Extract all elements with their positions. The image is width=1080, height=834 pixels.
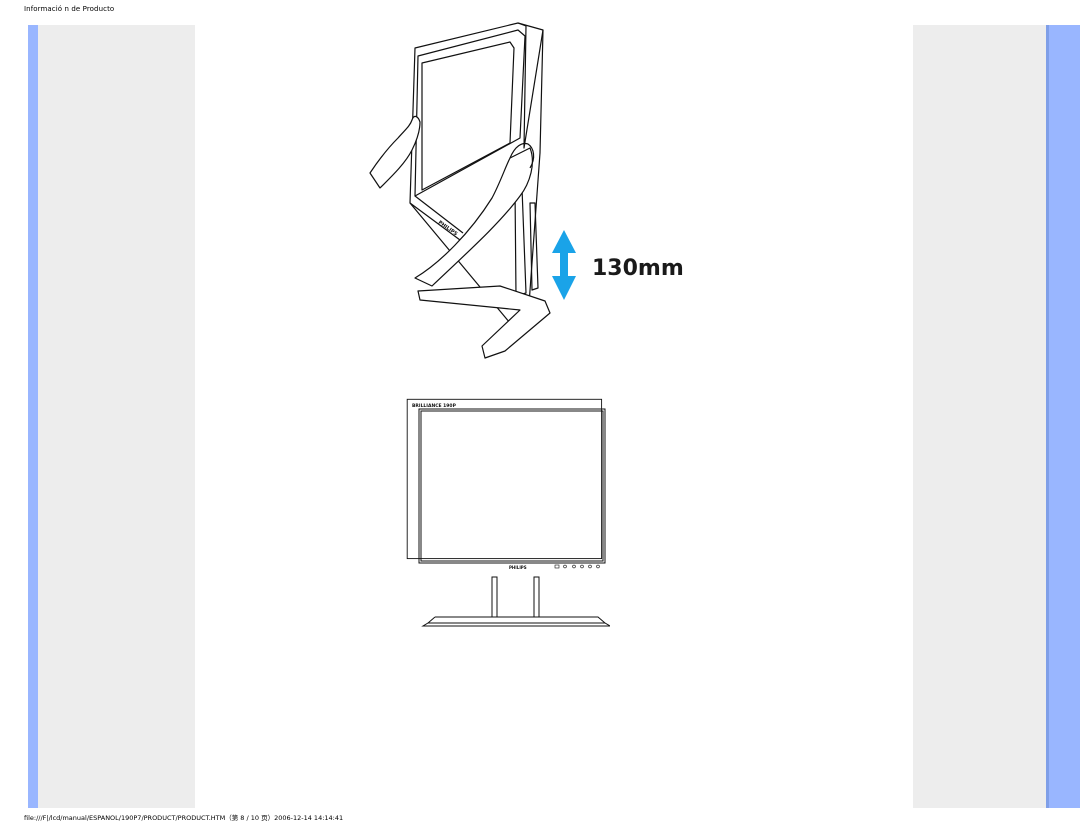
brilliance-badge: BRILLIANCE 190P [412, 403, 457, 409]
right-sidebar-panel [913, 25, 1046, 808]
right-accent-bar [1046, 25, 1080, 808]
monitor-height-adjust-figure: PHILIPS 130mm [360, 18, 690, 363]
page-header-title: Informació n de Producto [24, 5, 115, 13]
monitor-front-view-illustration: BRILLIANCE 190P PHILIPS [406, 398, 612, 627]
monitor-height-adjust-illustration: PHILIPS 130mm [369, 22, 684, 359]
measurement-label: 130mm [592, 256, 684, 281]
height-arrow-icon [552, 230, 576, 300]
left-sidebar-panel [28, 25, 195, 808]
footer-file-path: file:///F|/lcd/manual/ESPANOL/190P7/PROD… [24, 814, 344, 822]
monitor-front-view-figure: BRILLIANCE 190P PHILIPS [400, 393, 612, 633]
right-accent-edge [1046, 25, 1049, 808]
bezel-brand-logo: PHILIPS [509, 565, 527, 570]
control-buttons-icon [554, 564, 600, 569]
left-accent-stripe [28, 25, 38, 808]
